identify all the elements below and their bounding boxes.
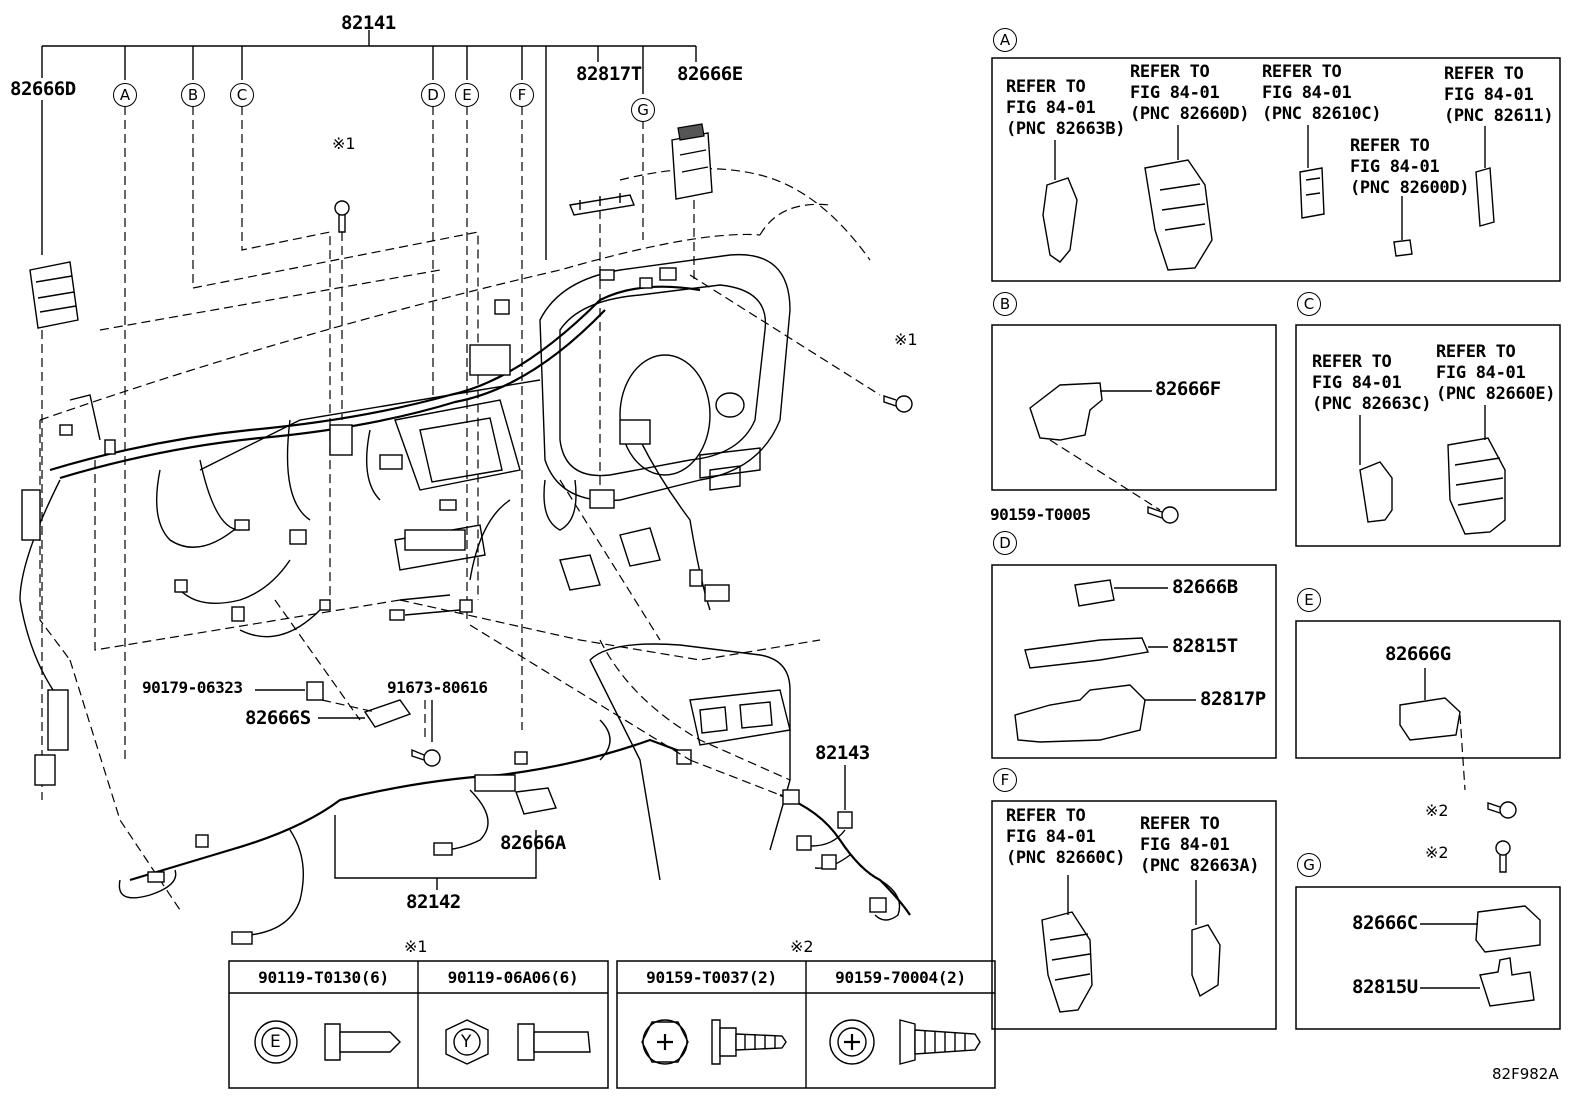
fastener-1-code: 90119-T0130(6) — [258, 968, 389, 987]
panel-D-frame — [991, 564, 1277, 759]
panel-B-parts — [1029, 382, 1179, 524]
label-82666F: 82666F — [1155, 378, 1221, 400]
label-82142: 82142 — [406, 891, 461, 913]
callout-D: D — [421, 83, 445, 107]
part-82666E-block — [671, 123, 713, 200]
bolt-x1-upper — [334, 200, 350, 233]
label-82666D: 82666D — [10, 78, 76, 100]
fastener-3-drawing — [641, 1019, 787, 1065]
callout-leaders — [41, 106, 881, 800]
panel-B-frame — [991, 324, 1277, 491]
callout-E: E — [455, 83, 479, 107]
harness-82141-leader — [41, 30, 697, 260]
floor-harness-82142 — [118, 738, 692, 945]
note-mark-2-upper: ※2 — [1425, 801, 1449, 820]
label-82666C: 82666C — [1352, 912, 1418, 934]
label-82666B: 82666B — [1172, 576, 1238, 598]
fastener-group-2-mark: ※2 — [790, 937, 814, 956]
fastener-2-head-mark: Y — [461, 1032, 472, 1052]
panel-E-letter: E — [1297, 588, 1321, 612]
callout-G: G — [631, 98, 655, 122]
panel-G-letter: G — [1297, 853, 1321, 877]
panel-F-parts — [1041, 875, 1221, 1013]
panel-A-letter: A — [993, 28, 1017, 52]
callout-B: B — [181, 83, 205, 107]
center-console — [589, 643, 791, 881]
note-mark-1-right: ※1 — [894, 330, 918, 349]
fastener-1-head-mark: E — [270, 1032, 281, 1052]
panel-D-letter: D — [993, 531, 1017, 555]
fastener-2-code: 90119-06A06(6) — [447, 968, 579, 987]
fastener-3-code: 90159-T0037(2) — [646, 968, 777, 987]
label-82666S: 82666S — [245, 707, 311, 729]
label-82143: 82143 — [815, 742, 870, 764]
label-82817T: 82817T — [576, 63, 642, 85]
bolt-x1-right — [883, 395, 913, 413]
panel-C-letter: C — [1297, 292, 1321, 316]
panel-E-parts — [1399, 668, 1517, 873]
label-91673-80616: 91673-80616 — [387, 678, 488, 697]
panel-A-frame — [991, 57, 1561, 282]
part-82666D-bracket — [29, 261, 79, 329]
label-82666E: 82666E — [677, 63, 743, 85]
fastener-1-drawing — [254, 1020, 401, 1064]
harness-connectors — [21, 267, 730, 786]
label-82666A: 82666A — [500, 832, 566, 854]
fastener-group-1-mark: ※1 — [404, 937, 428, 956]
callout-A: A — [113, 83, 137, 107]
panel-F-frame — [991, 800, 1277, 1030]
label-90179-06323: 90179-06323 — [142, 678, 243, 697]
panel-D-parts — [1014, 579, 1196, 743]
label-82666G: 82666G — [1385, 643, 1451, 665]
label-90159-T0005: 90159-T0005 — [990, 505, 1091, 524]
harness-82143 — [469, 624, 911, 921]
note-mark-1-upper: ※1 — [332, 134, 356, 153]
parts-82666S-area — [255, 681, 441, 767]
part-82817T-bracket — [569, 193, 635, 216]
figure-code: 82F982A — [1492, 1065, 1559, 1083]
panel-G-parts — [1420, 905, 1541, 1007]
label-82815T: 82815T — [1172, 635, 1238, 657]
panel-B-letter: B — [993, 292, 1017, 316]
callout-F: F — [510, 83, 534, 107]
label-82141: 82141 — [341, 12, 396, 34]
fastener-table — [228, 960, 996, 1089]
panel-E-frame — [1295, 620, 1561, 759]
panel-C-parts — [1359, 405, 1506, 535]
panel-C-frame — [1295, 324, 1561, 547]
fastener-4-code: 90159-70004(2) — [835, 968, 966, 987]
panel-F-letter: F — [993, 768, 1017, 792]
fastener-4-drawing — [829, 1019, 981, 1065]
callout-C: C — [230, 83, 254, 107]
panel-G-frame — [1295, 886, 1561, 1030]
label-82815U: 82815U — [1352, 976, 1418, 998]
panel-A-parts — [1042, 125, 1495, 271]
fastener-2-drawing — [445, 1019, 591, 1065]
label-82817P: 82817P — [1200, 688, 1266, 710]
note-mark-2-lower: ※2 — [1425, 843, 1449, 862]
